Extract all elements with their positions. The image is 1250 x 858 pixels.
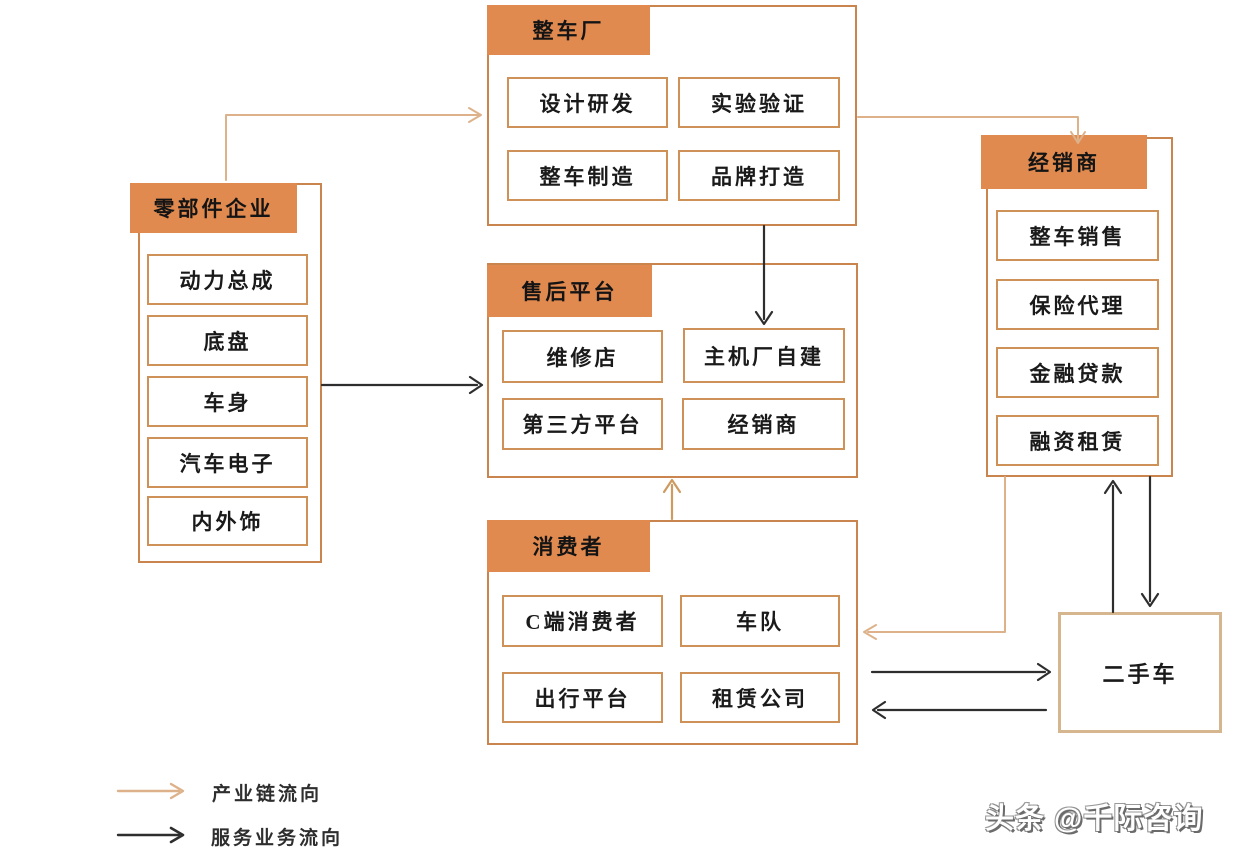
node-label: 租赁公司	[712, 686, 808, 711]
node-label: 动力总成	[179, 268, 276, 293]
node-interior-exterior-trim: 内外饰	[147, 496, 308, 546]
flow-dealer-to-consumer	[867, 476, 1006, 633]
group-dealer-header: 经销商	[981, 135, 1147, 189]
node-label: 维修店	[546, 345, 619, 370]
flow-consumer-to-aftersales-arrowhead	[662, 478, 682, 494]
group-title: 消费者	[532, 535, 605, 559]
group-parts-supplier-header: 零部件企业	[130, 183, 297, 233]
node-label: 出行平台	[534, 686, 631, 711]
node-aftersales-dealer: 经销商	[682, 398, 845, 450]
node-label: 整车销售	[1029, 224, 1126, 249]
flow-consumer-to-usedcar-arrowhead	[1036, 662, 1052, 682]
node-label: 第三方平台	[522, 413, 643, 437]
legend-service-business-label: 服务业务流向	[211, 823, 343, 850]
legend-industry-chain-label: 产业链流向	[212, 779, 322, 806]
group-title: 售后平台	[521, 280, 618, 304]
node-label: 融资租赁	[1029, 429, 1126, 454]
flow-usedcar-to-dealer-arrowhead	[1103, 479, 1123, 495]
node-c-end-consumer: C端消费者	[502, 595, 663, 647]
node-label: 汽车电子	[179, 451, 276, 476]
node-vehicle-sales: 整车销售	[996, 210, 1159, 261]
node-label: 设计研发	[539, 91, 636, 116]
legend-industry-chain-arrow-icon	[116, 782, 185, 800]
group-vehicle-manufacturer-header: 整车厂	[487, 5, 650, 55]
node-used-car: 二手车	[1058, 612, 1222, 733]
node-label: 保险代理	[1029, 293, 1126, 318]
node-mobility-platform: 出行平台	[502, 672, 663, 723]
group-title: 零部件企业	[153, 197, 274, 221]
node-label: 车身	[203, 390, 252, 415]
node-label: 车队	[736, 610, 784, 634]
node-label: 整车制造	[539, 164, 636, 189]
toutiao-watermark: 头条 @千际咨询	[985, 795, 1250, 837]
node-financial-leasing: 融资租赁	[996, 415, 1159, 466]
legend-text: 产业链流向	[212, 784, 323, 805]
node-chassis: 底盘	[147, 315, 308, 366]
flow-parts-to-oem	[225, 114, 479, 181]
node-vehicle-manufacturing: 整车制造	[507, 150, 668, 201]
legend-text: 服务业务流向	[211, 828, 344, 849]
node-repair-shop: 维修店	[502, 330, 663, 383]
node-insurance-agency: 保险代理	[996, 279, 1159, 330]
group-consumer-header: 消费者	[487, 520, 650, 572]
watermark-text: 头条 @千际咨询	[985, 803, 1204, 835]
flow-usedcar-to-consumer-arrowhead	[871, 700, 887, 720]
node-label: 金融贷款	[1029, 361, 1126, 386]
node-brand-building: 品牌打造	[678, 150, 840, 201]
node-car-body: 车身	[147, 376, 308, 427]
flow-parts-to-oem-arrowhead	[468, 107, 482, 123]
flow-parts-to-aftersales-arrowhead	[468, 375, 484, 395]
node-label: 实验验证	[711, 91, 807, 116]
flow-dealer-to-consumer-arrowhead	[863, 624, 877, 640]
node-third-party-platform: 第三方平台	[502, 398, 663, 450]
node-leasing-company: 租赁公司	[680, 672, 840, 723]
legend-service-business-arrow-icon	[116, 826, 185, 844]
node-label: 主机厂自建	[704, 344, 824, 369]
group-title: 整车厂	[532, 19, 605, 43]
node-label: 品牌打造	[711, 164, 807, 189]
node-label: 内外饰	[191, 510, 264, 534]
node-fleet: 车队	[680, 595, 840, 647]
node-auto-electronics: 汽车电子	[147, 437, 308, 488]
flow-dealer-to-usedcar-arrowhead	[1140, 592, 1160, 608]
group-title: 经销商	[1028, 151, 1100, 175]
node-label: 二手车	[1102, 661, 1178, 687]
node-label: 底盘	[203, 329, 252, 354]
node-label: 经销商	[727, 413, 800, 437]
node-oem-self-built: 主机厂自建	[683, 328, 845, 383]
node-powertrain: 动力总成	[147, 254, 308, 305]
group-aftersales-platform-header: 售后平台	[487, 265, 652, 317]
node-financial-loan: 金融贷款	[996, 347, 1159, 398]
node-design-rd: 设计研发	[507, 77, 668, 128]
node-label: C端消费者	[525, 610, 640, 634]
node-experiment-validation: 实验验证	[678, 77, 840, 128]
